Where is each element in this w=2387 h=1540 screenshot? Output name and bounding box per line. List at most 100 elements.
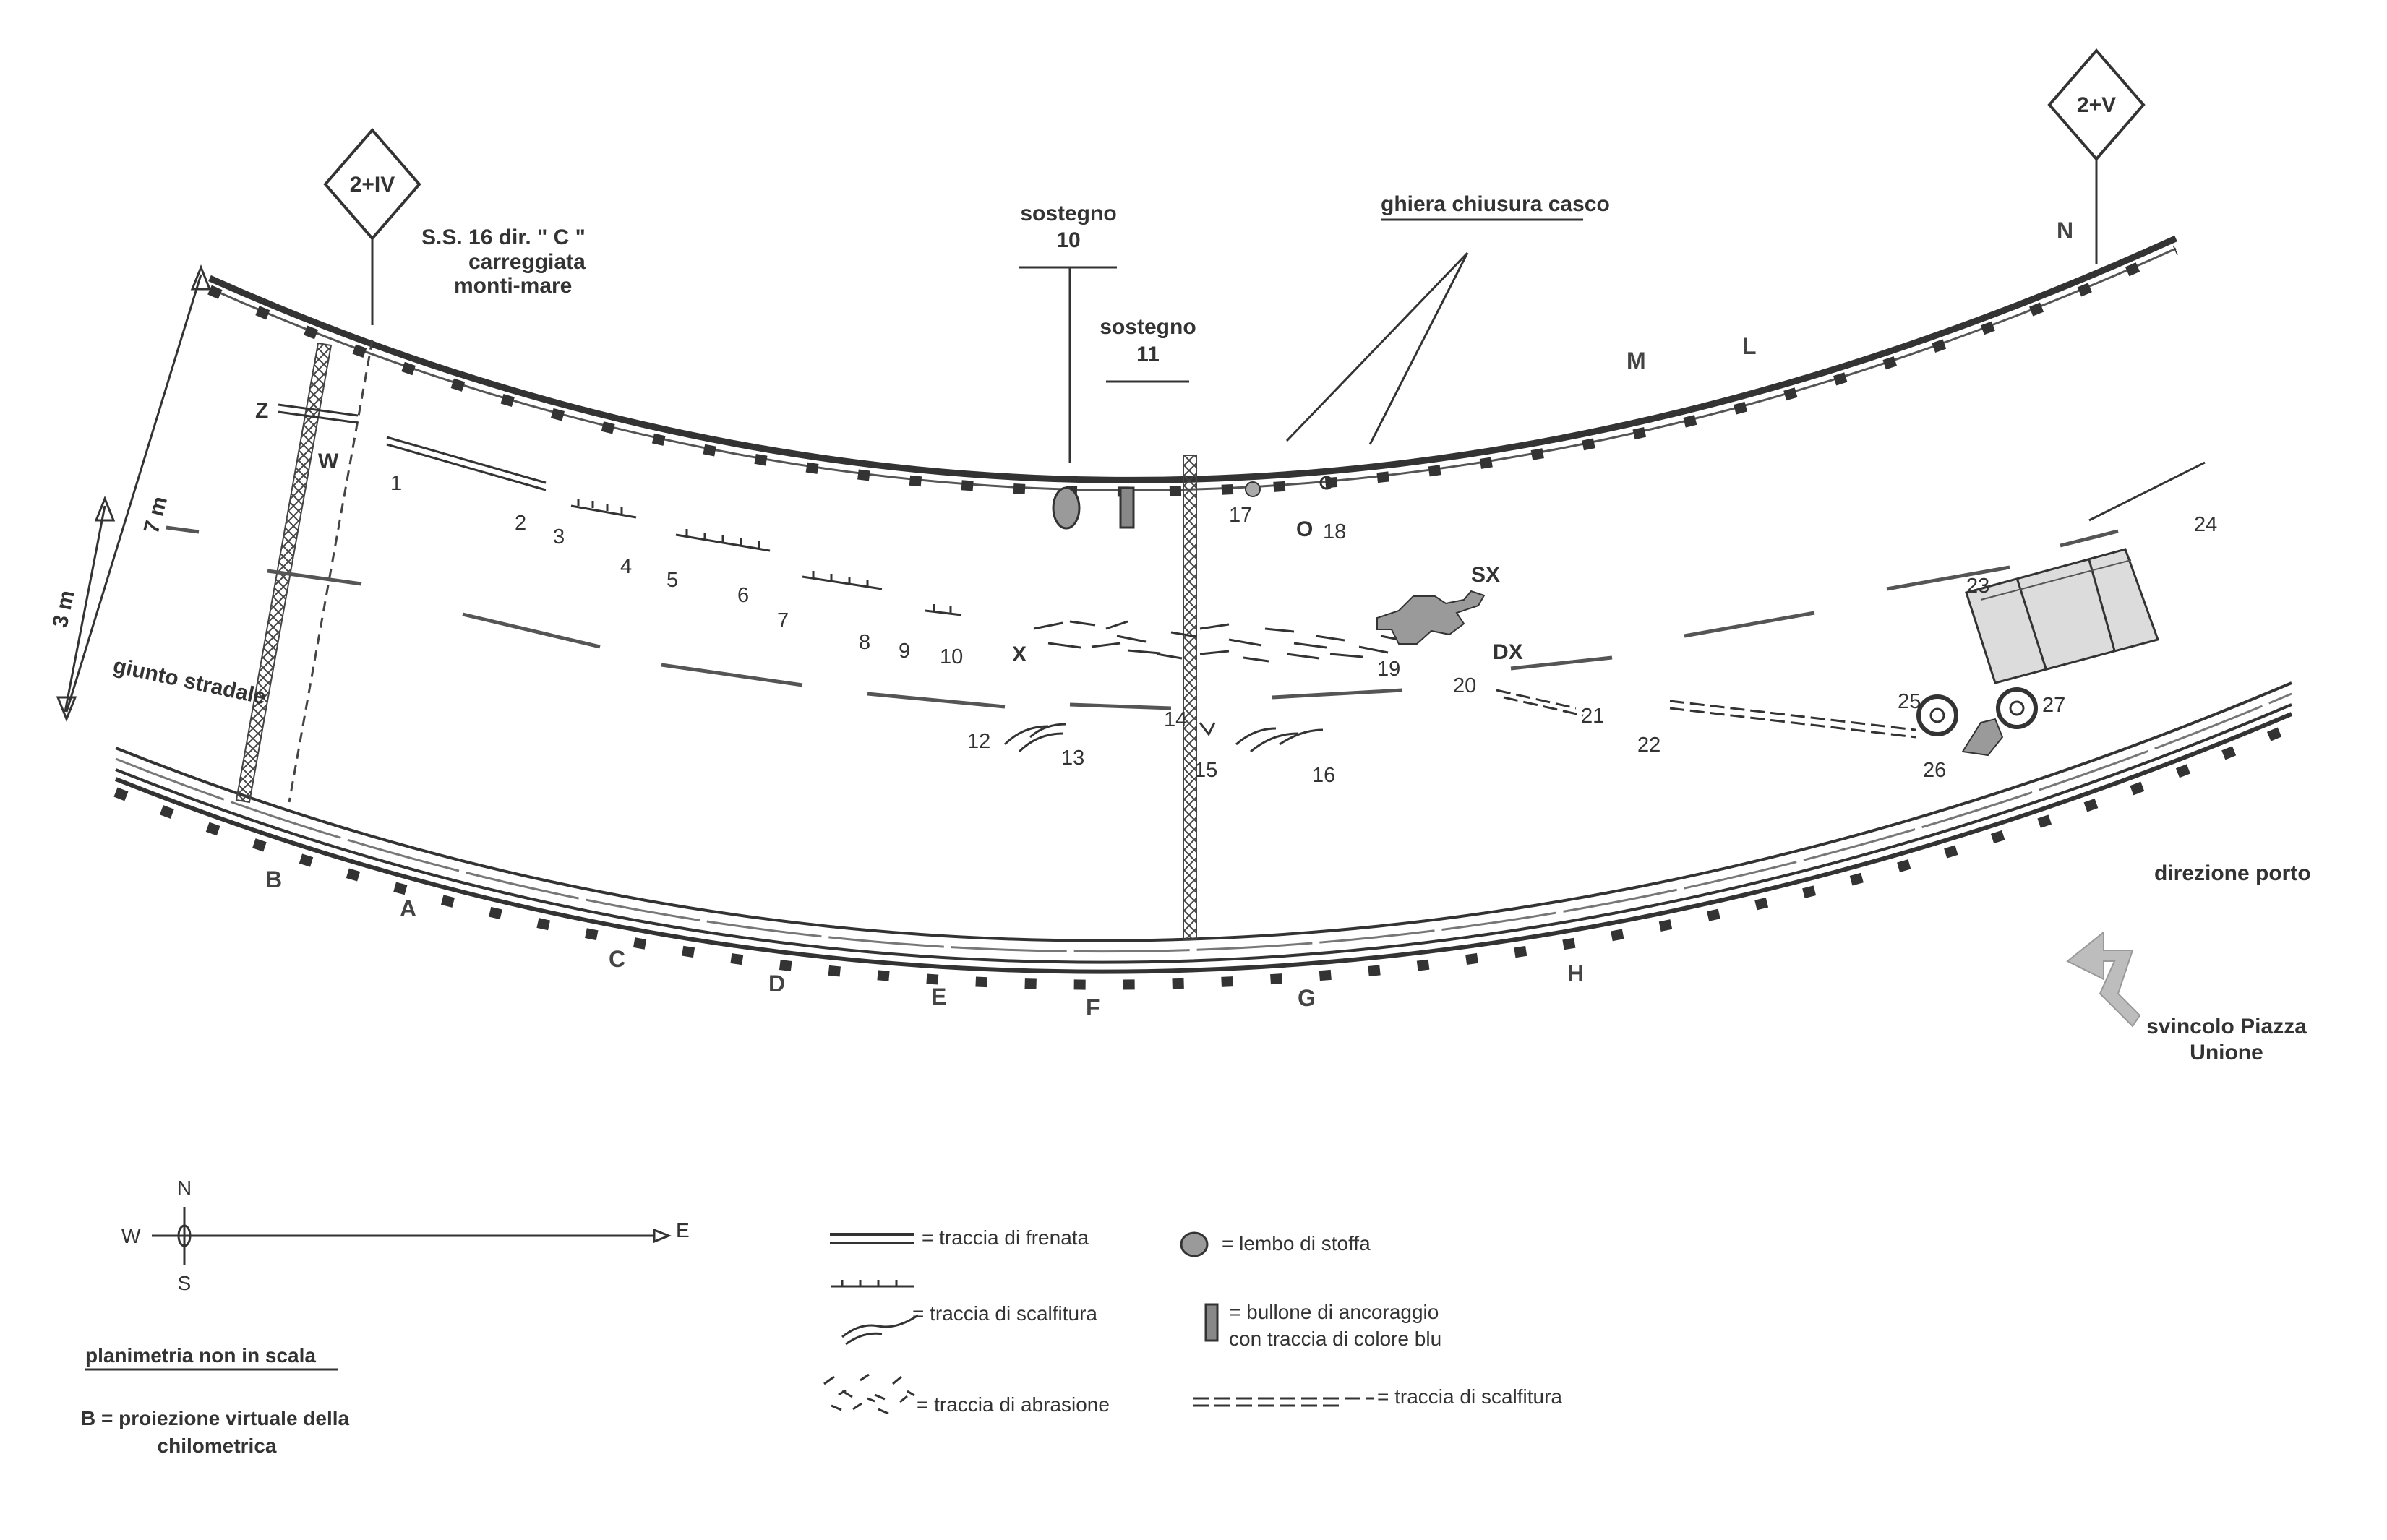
mark-26: 26 — [1923, 759, 1946, 782]
top-letter-n: N — [2057, 218, 2073, 244]
bottom-letter-d: D — [768, 971, 785, 997]
compass-e: E — [676, 1219, 690, 1242]
bottom-letter-h: H — [1567, 960, 1584, 986]
road-name-line-1: S.S. 16 dir. " C " — [421, 225, 586, 249]
support-10-label-2: 10 — [1056, 228, 1080, 252]
bottom-letter-f: F — [1086, 994, 1100, 1020]
road-name-line-2: carreggiata — [468, 250, 586, 274]
helmet-ring-leaders — [1285, 218, 1583, 445]
direction-arrow-icon — [2066, 930, 2141, 1028]
km-right-label: 2+V — [2077, 93, 2116, 117]
mark-22: 22 — [1637, 734, 1660, 757]
mark-7: 7 — [777, 609, 789, 632]
width-3m-arrow — [64, 495, 116, 713]
road-name-line-3: monti-mare — [454, 274, 572, 298]
support-10 — [1019, 266, 1117, 530]
support-lattice — [1183, 455, 1197, 940]
lower-guardrail — [113, 681, 2294, 990]
support-11-label-1: sostegno — [1100, 315, 1196, 339]
bottom-letter-e: E — [931, 984, 946, 1010]
mark-27: 27 — [2042, 694, 2065, 717]
direction-port-label: direzione porto — [2154, 861, 2311, 885]
support-11 — [1106, 380, 1189, 529]
legend-bolt-2: con traccia di colore blu — [1229, 1328, 1441, 1350]
projection-dashed-line — [288, 339, 374, 803]
km-sign-right — [2047, 48, 2146, 264]
lane-dashes — [166, 525, 2119, 710]
projection-note-2: chilometrica — [158, 1434, 277, 1457]
mark-6: 6 — [737, 584, 749, 607]
legend-braking: = traccia di frenata — [922, 1226, 1089, 1249]
top-letter-l: L — [1742, 333, 1757, 359]
victim-body — [1376, 590, 1486, 645]
side-dx-label: DX — [1493, 640, 1523, 664]
mark-25: 25 — [1898, 690, 1921, 713]
compass-w: W — [121, 1225, 141, 1247]
mark-16: 16 — [1312, 764, 1335, 787]
km-sign-left — [323, 127, 421, 325]
dashed-scratch-traces — [1496, 689, 1916, 739]
mark-10: 10 — [940, 645, 963, 668]
mark-19: 19 — [1377, 658, 1400, 681]
mark-15: 15 — [1194, 759, 1217, 782]
helmet-ring-label: ghiera chiusura casco — [1381, 192, 1610, 216]
compass-n: N — [177, 1176, 192, 1199]
point-x-label: X — [1012, 642, 1027, 666]
mark-18: 18 — [1323, 520, 1346, 543]
mark-8: 8 — [859, 631, 870, 654]
mark-3: 3 — [553, 525, 565, 549]
mark-o-object — [1319, 476, 1334, 490]
compass-rose — [152, 1207, 672, 1265]
mark-17: 17 — [1229, 504, 1252, 527]
projection-note-1: B = proiezione virtuale della — [81, 1407, 350, 1429]
legend-fabric: = lembo di stoffa — [1222, 1232, 1371, 1255]
mark-1: 1 — [390, 472, 402, 495]
road-joint-label: giunto stradale — [111, 654, 268, 710]
support-11-label-2: 11 — [1136, 343, 1160, 366]
legend-scratch-2: = traccia di scalfitura — [1377, 1385, 1562, 1408]
legend-bolt-1: = bullone di ancoraggio — [1229, 1301, 1439, 1323]
scratch-traces — [570, 499, 962, 616]
junction-label-2: Unione — [2190, 1041, 2263, 1064]
legend-symbols — [85, 1231, 1374, 1415]
bottom-letter-c: C — [609, 946, 625, 972]
km-left-label: 2+IV — [350, 173, 395, 197]
bottom-letter-b: B — [265, 866, 282, 892]
abrasion-traces — [1033, 620, 1403, 663]
bottom-letter-g: G — [1298, 985, 1316, 1011]
mark-5: 5 — [667, 569, 678, 592]
scratch-arcs — [1003, 722, 1324, 753]
mark-2: 2 — [515, 512, 526, 535]
bottom-letter-a: A — [400, 895, 416, 921]
upper-guardrail — [207, 235, 2178, 497]
mark-21: 21 — [1581, 705, 1604, 728]
anchor-bolt — [1119, 486, 1135, 529]
compass-s: S — [178, 1272, 192, 1294]
braking-trace-1-2 — [386, 436, 547, 491]
legend-abrasion: = traccia di abrasione — [917, 1393, 1110, 1416]
mark-9: 9 — [899, 640, 910, 663]
width-7m-arrow — [56, 264, 212, 723]
vehicle — [1965, 461, 2206, 684]
fabric-piece — [1052, 486, 1081, 530]
top-letter-m: M — [1627, 348, 1646, 374]
junction-label-1: svincolo Piazza — [2146, 1015, 2307, 1038]
width-7m-label: 7 m — [140, 494, 172, 535]
motorcycle — [1916, 687, 2038, 757]
mark-14: 14 — [1164, 708, 1187, 731]
support-10-label-1: sostegno — [1020, 202, 1116, 225]
point-z-label: Z — [255, 399, 268, 423]
mark-24: 24 — [2194, 513, 2217, 536]
point-w-label: W — [318, 449, 339, 473]
mark-13: 13 — [1061, 747, 1084, 770]
mark-17-object — [1245, 481, 1261, 497]
not-to-scale-note: planimetria non in scala — [85, 1344, 316, 1367]
width-3m-label: 3 m — [48, 588, 80, 629]
mark-23: 23 — [1966, 575, 1989, 598]
mark-12: 12 — [967, 730, 990, 753]
point-o-label: O — [1296, 517, 1313, 541]
mark-20: 20 — [1453, 674, 1476, 697]
side-sx-label: SX — [1471, 563, 1500, 587]
mark-4: 4 — [620, 555, 632, 578]
